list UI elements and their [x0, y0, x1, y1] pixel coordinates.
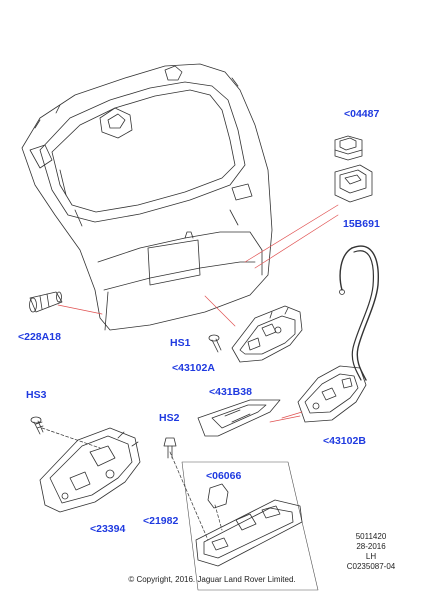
callout-hs1[interactable]: HS1 — [170, 337, 191, 349]
callout-hs2[interactable]: HS2 — [159, 412, 180, 424]
part-431B38 — [197, 399, 281, 437]
callout-43102A[interactable]: <43102A — [172, 362, 215, 374]
part-15B691 — [334, 164, 373, 203]
screw-hs2 — [163, 437, 177, 459]
callout-06066[interactable]: <06066 — [206, 470, 242, 482]
callout-431B38[interactable]: <431B38 — [209, 386, 252, 398]
part-04487 — [334, 135, 363, 161]
part-228A18 — [29, 291, 63, 313]
part-43102A — [231, 305, 303, 363]
ref-side: LH — [365, 552, 377, 561]
ref-date: 28-2016 — [356, 542, 386, 551]
callout-15B691[interactable]: 15B691 — [343, 218, 380, 230]
ref-number: 5011420 — [355, 532, 387, 541]
callout-hs3[interactable]: HS3 — [26, 389, 47, 401]
callout-228A18[interactable]: <228A18 — [18, 331, 61, 343]
tailgate-assembly — [21, 63, 273, 331]
cable — [339, 245, 379, 381]
part-23394 — [39, 427, 141, 513]
part-43102B — [297, 365, 367, 423]
ref-code: C0235087-04 — [346, 562, 396, 571]
callout-23394[interactable]: <23394 — [90, 523, 126, 535]
screw-hs3 — [30, 416, 44, 435]
copyright-text: © Copyright, 2016. Jaguar Land Rover Lim… — [128, 575, 296, 584]
part-21982 — [181, 461, 319, 591]
callout-21982[interactable]: <21982 — [143, 515, 179, 527]
callout-04487[interactable]: <04487 — [344, 108, 380, 120]
callout-43102B[interactable]: <43102B — [323, 435, 366, 447]
reference-block: 5011420 28-2016 LH C0235087-04 — [336, 532, 406, 572]
screw-hs1 — [208, 334, 222, 353]
